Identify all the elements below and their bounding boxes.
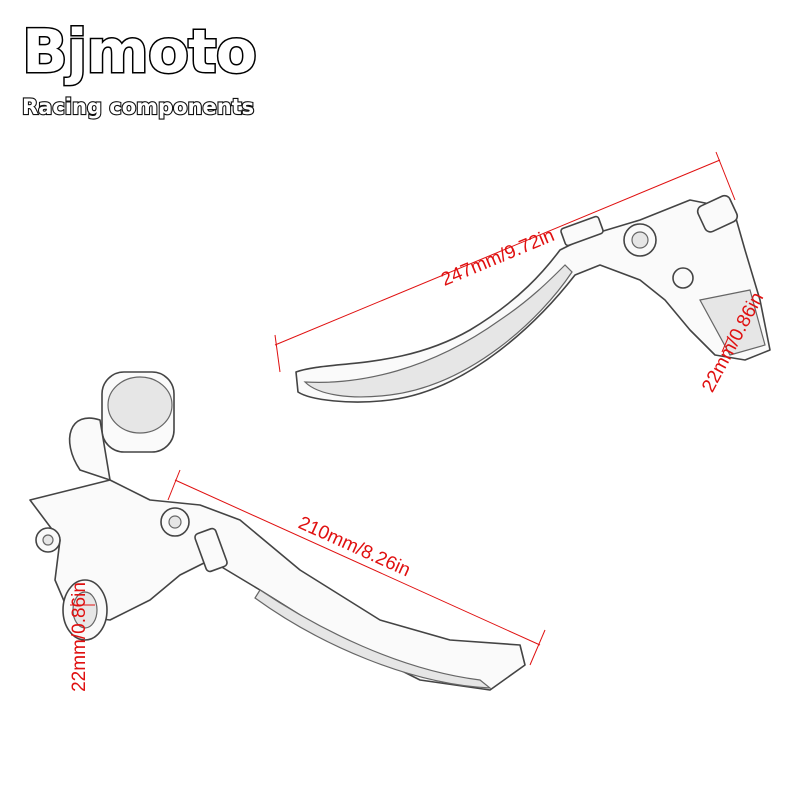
lower-diameter-dimension: 22mm/0.86in [69,582,95,692]
lower-length-label: 210mm/8.26in [295,513,413,582]
lower-diameter-label: 22mm/0.86in [69,582,90,692]
upper-lever [295,194,771,403]
brand-logo: Bjmoto Racing components [22,16,258,121]
lower-lever [29,371,526,691]
brand-name: Bjmoto [22,17,256,87]
brand-tagline: Racing components [22,95,254,119]
